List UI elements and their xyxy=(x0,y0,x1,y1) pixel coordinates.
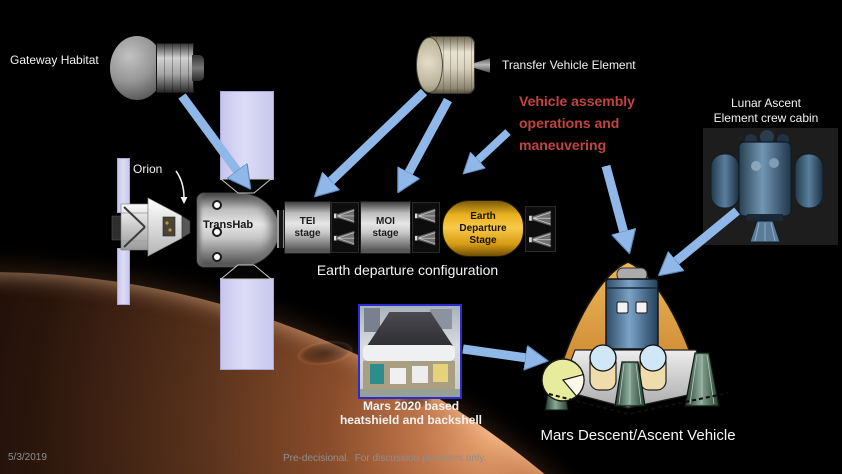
heatshield-band xyxy=(363,345,455,362)
engine-cluster xyxy=(331,202,359,253)
gateway-habitat-label: Gateway Habitat xyxy=(10,53,99,67)
moi-stage: MOI stage xyxy=(360,201,411,254)
mav-image xyxy=(541,261,729,416)
earth-departure-configuration-caption: Earth departure configuration xyxy=(316,262,499,278)
solar-array-lower xyxy=(220,278,274,370)
earth-departure-stage-label: Earth Departure Stage xyxy=(459,210,507,246)
transfer-vehicle-nozzle xyxy=(474,58,490,73)
engine-cluster xyxy=(412,202,440,253)
mav-base-edge xyxy=(548,392,729,416)
mav-window xyxy=(635,301,648,314)
gateway-end-cap xyxy=(192,55,204,81)
transhab-porthole xyxy=(212,200,222,210)
mars2020-image xyxy=(358,304,462,399)
mars2020-caption: Mars 2020 based heatshield and backshell xyxy=(339,399,483,427)
gateway-habitat-image xyxy=(110,28,204,102)
mav-window xyxy=(616,301,629,314)
mav-label: Mars Descent/Ascent Vehicle xyxy=(540,427,736,444)
orion-image xyxy=(111,197,191,257)
transfer-vehicle-label: Transfer Vehicle Element xyxy=(502,58,636,72)
white-panel xyxy=(412,366,428,383)
orion-label: Orion xyxy=(133,162,163,176)
gateway-inflatable-module xyxy=(110,36,164,100)
earth-departure-stage: Earth Departure Stage xyxy=(442,200,524,257)
lunar-ascent-spacecraft xyxy=(710,130,824,243)
arrow-tve-to-moi-icon xyxy=(408,97,452,174)
lunar-ascent-image xyxy=(703,128,838,245)
tei-stage-label: TEI stage xyxy=(294,215,321,239)
transfer-vehicle-face xyxy=(416,37,443,93)
teal-panel xyxy=(370,364,384,384)
footer-date: 5/3/2019 xyxy=(8,452,47,463)
radiator-funnel-upper xyxy=(219,178,273,194)
assembly-note: Vehicle assembly operations and maneuver… xyxy=(519,93,635,153)
mav-sphere-tank xyxy=(639,344,667,372)
transhab-module: TransHab xyxy=(196,192,280,268)
gateway-cylinder-module xyxy=(156,43,194,93)
gold-panel xyxy=(433,364,448,382)
mav-sphere-tank xyxy=(589,344,617,372)
mav-sphere-cutaway xyxy=(561,373,585,397)
transhab-porthole xyxy=(212,227,222,237)
transhab-porthole xyxy=(212,252,222,262)
transhab-label: TransHab xyxy=(203,219,254,231)
transfer-vehicle-image xyxy=(416,34,492,96)
solar-array-upper xyxy=(220,91,274,180)
arrow-note-to-mav-icon xyxy=(601,164,624,233)
footer-disclaimer: Pre-decisional. For discussion purposes … xyxy=(283,453,487,464)
moi-stage-label: MOI stage xyxy=(372,215,399,239)
cleanroom-floor xyxy=(360,389,460,397)
arrow-tve-to-eds-icon xyxy=(477,129,511,161)
arrow-tve-to-tei-icon xyxy=(330,88,428,182)
mav-crew-cabin xyxy=(605,278,659,350)
white-panel xyxy=(390,368,406,384)
cleanroom-clutter xyxy=(364,308,380,332)
tei-stage: TEI stage xyxy=(284,201,331,254)
engine-cluster xyxy=(525,206,556,252)
arrow-heatshield-to-mav-icon xyxy=(462,344,527,358)
lunar-ascent-label: Lunar Ascent Element crew cabin xyxy=(713,96,819,125)
